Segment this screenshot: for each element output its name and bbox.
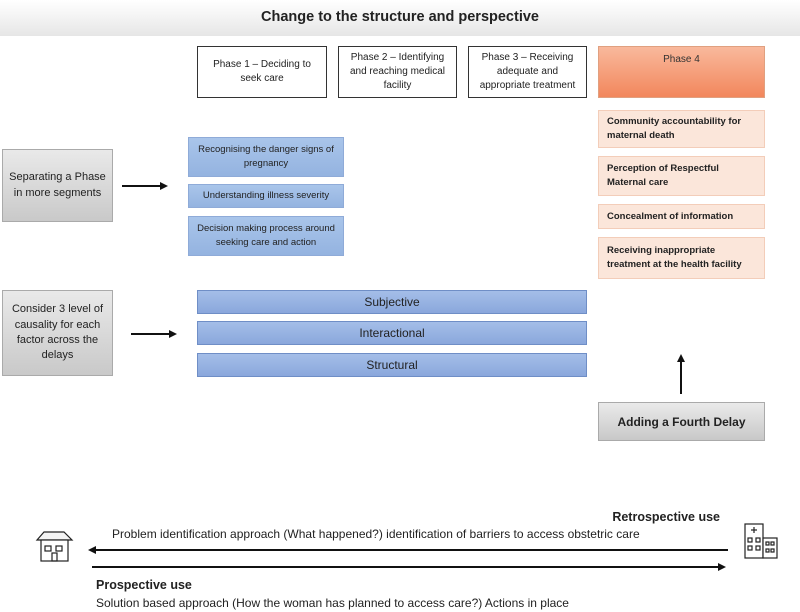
prospective-text: Solution based approach (How the woman h… (96, 596, 569, 610)
house-icon (35, 531, 74, 562)
hospital-building-icon (744, 523, 778, 559)
phase4-factor-concealment: Concealment of information (598, 204, 765, 229)
phase-4-box: Phase 4 (598, 46, 765, 98)
retrospective-label: Retrospective use (612, 510, 720, 524)
causality-box: Consider 3 level of causality for each f… (2, 290, 113, 376)
segment-illness-severity: Understanding illness severity (188, 184, 344, 208)
page-title: Change to the structure and perspective (261, 9, 539, 25)
phase-2-box: Phase 2 – Identifying and reaching medic… (338, 46, 457, 98)
level-subjective: Subjective (197, 290, 587, 314)
separating-phase-box: Separating a Phase in more segments (2, 149, 113, 222)
retrospective-text: Problem identification approach (What ha… (112, 527, 640, 541)
segment-decision-making: Decision making process around seeking c… (188, 216, 344, 256)
phase4-factor-respectful-care: Perception of Respectful Maternal care (598, 156, 765, 196)
phase-1-box: Phase 1 – Deciding to seek care (197, 46, 327, 98)
phase4-factor-inappropriate-treatment: Receiving inappropriate treatment at the… (598, 237, 765, 279)
phase4-factor-accountability: Community accountability for maternal de… (598, 110, 765, 148)
level-structural: Structural (197, 353, 587, 377)
phase-3-box: Phase 3 – Receiving adequate and appropr… (468, 46, 587, 98)
level-interactional: Interactional (197, 321, 587, 345)
fourth-delay-box: Adding a Fourth Delay (598, 402, 765, 441)
segment-danger-signs: Recognising the danger signs of pregnanc… (188, 137, 344, 177)
header-band (0, 0, 800, 36)
prospective-label: Prospective use (96, 578, 192, 592)
